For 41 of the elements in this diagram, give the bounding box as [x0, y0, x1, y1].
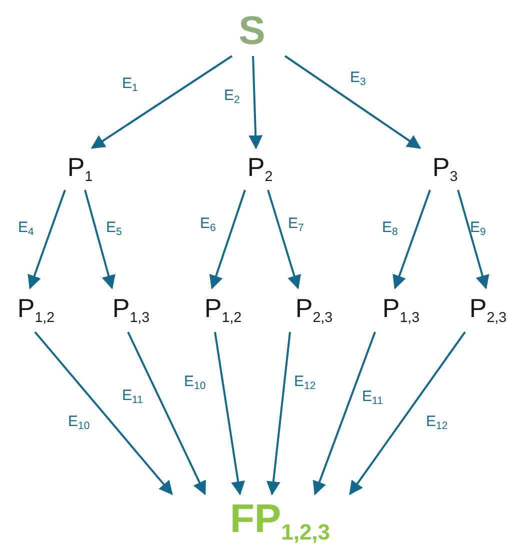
- edge-label: E$_{7}$: [288, 216, 304, 234]
- arrow: [127, 332, 206, 496]
- node-label: P$_{1,2}$: [204, 294, 242, 326]
- edge-label: E$_{10}$: [184, 374, 206, 392]
- arrow: [28, 190, 66, 290]
- edge-label: E$_{1}$: [122, 76, 138, 94]
- node-label: S: [238, 11, 266, 51]
- arrow: [248, 56, 263, 150]
- edge-label: E$_{12}$: [294, 374, 316, 392]
- arrow: [392, 190, 431, 290]
- edge-label: E$_{11}$: [362, 389, 383, 407]
- arrow: [267, 190, 301, 290]
- arrow: [457, 190, 490, 290]
- arrow: [214, 332, 245, 496]
- arrow: [34, 331, 173, 496]
- arrow: [84, 190, 116, 290]
- edge-label: E$_{12}$: [426, 414, 448, 432]
- edge-label: E$_{10}$: [68, 414, 90, 432]
- edge-label: E$_{9}$: [470, 220, 486, 238]
- edge-label: E$_{11}$: [122, 388, 143, 406]
- edge-label: E$_{5}$: [106, 220, 122, 238]
- node-label: P$_{1,3}$: [382, 294, 420, 326]
- arrow: [209, 190, 246, 290]
- node-label: P$_{1,3}$: [112, 294, 150, 326]
- node-label: P$_{3}$: [432, 154, 458, 184]
- node-label: P$_{2,3}$: [469, 294, 507, 326]
- edge-label: E$_{4}$: [18, 220, 34, 238]
- edge-label: E$_{8}$: [382, 220, 398, 238]
- node-label: P$_{1}$: [67, 154, 93, 184]
- node-label: FP$_{1,2,3}$: [230, 498, 330, 544]
- edge-label: E$_{3}$: [350, 70, 366, 88]
- arrow: [266, 332, 291, 496]
- arrow: [349, 331, 466, 496]
- edge-label: E$_{2}$: [224, 88, 240, 106]
- arrow: [312, 332, 376, 496]
- arrow: [284, 55, 422, 149]
- node-label: P$_{1,2}$: [17, 294, 55, 326]
- arrow: [90, 55, 233, 149]
- node-label: P$_{2}$: [247, 154, 273, 184]
- edge-label: E$_{6}$: [200, 216, 216, 234]
- node-label: P$_{2,3}$: [295, 294, 333, 326]
